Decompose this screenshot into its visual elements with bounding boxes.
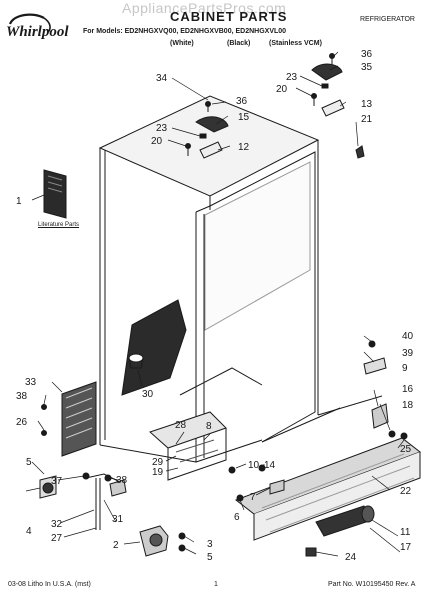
screw-18 [388, 430, 396, 438]
callout-39: 39 [402, 348, 414, 359]
part-39 [363, 357, 387, 375]
toe-grille [234, 437, 422, 541]
callout-2: 2 [113, 540, 119, 551]
variant-stainless: (Stainless VCM) [269, 40, 322, 47]
page-number: 1 [214, 581, 218, 588]
part-40 [368, 340, 376, 348]
plug-21 [355, 145, 365, 159]
callout-30: 30 [142, 389, 154, 400]
bracket-28-8 [149, 411, 227, 481]
callout-6: 6 [234, 512, 240, 523]
callout-24: 24 [345, 552, 357, 563]
top-hinge-left [195, 116, 229, 159]
callout-32: 32 [51, 519, 63, 530]
drain-part-30 [128, 353, 144, 369]
top-hinge-right [311, 63, 345, 117]
callout-34: 34 [156, 73, 168, 84]
callout-14: 14 [264, 460, 276, 471]
callout-27: 27 [51, 533, 63, 544]
callout-16: 16 [402, 384, 414, 395]
part-7 [269, 479, 285, 495]
screw-25 [400, 432, 408, 440]
callout-4: 4 [26, 526, 32, 537]
callout-18: 18 [402, 400, 414, 411]
screw-5b [178, 544, 186, 552]
screw-36a [205, 101, 211, 112]
screw-3 [178, 532, 186, 540]
callout-8: 8 [206, 421, 212, 432]
callout-20b: 20 [276, 84, 288, 95]
roller-bracket-2 [139, 525, 169, 557]
callout-3: 3 [207, 539, 213, 550]
callout-23a: 23 [156, 123, 168, 134]
callout-23b: 23 [286, 72, 298, 83]
svg-text:Whirlpool: Whirlpool [6, 24, 69, 40]
callout-20a: 20 [151, 136, 163, 147]
screw-26 [41, 430, 47, 436]
shim-23a [199, 133, 207, 139]
watermark-text: AppliancePartsPros.com [122, 0, 287, 16]
category-label: REFRIGERATOR [360, 16, 415, 23]
callout-5b: 5 [207, 552, 213, 563]
callout-21: 21 [361, 114, 373, 125]
callout-36a: 36 [236, 96, 248, 107]
callout-40: 40 [402, 331, 414, 342]
callout-38a: 38 [16, 391, 28, 402]
part-number: Part No. W10195450 Rev. A [328, 581, 416, 588]
cap-24 [305, 547, 317, 557]
bottom-hinge-right [371, 403, 389, 429]
page-title: CABINET PARTS [170, 9, 288, 24]
callout-36b: 36 [361, 50, 373, 60]
callout-17: 17 [400, 542, 412, 553]
shim-23b [321, 83, 329, 89]
callout-12: 12 [238, 142, 250, 153]
callout-31: 31 [112, 514, 124, 525]
screw-14 [258, 464, 266, 472]
leveling-leg-assembly [39, 473, 127, 530]
screw-20b [311, 93, 317, 106]
callout-10: 10 [248, 460, 260, 471]
callout-26: 26 [16, 417, 28, 428]
print-info: 03-08 Litho In U.S.A. (mst) [8, 581, 91, 588]
side-grille [61, 381, 97, 457]
callout-19: 19 [152, 467, 164, 478]
callout-38b: 38 [116, 475, 128, 486]
callout-37: 37 [51, 476, 63, 487]
callout-25: 25 [400, 444, 412, 455]
callout-11: 11 [400, 527, 411, 538]
models-line: For Models: ED2NHGXVQ00, ED2NHGXVB00, ED… [83, 28, 287, 35]
callout-1: 1 [16, 196, 22, 207]
callout-33: 33 [25, 377, 37, 388]
screw-38a [41, 404, 47, 410]
literature-parts-label: Literature Parts [38, 222, 80, 228]
variant-white: (White) [170, 40, 194, 47]
cabinet-parts-diagram: 34 1 36 15 23 20 12 36 35 23 20 13 21 33… [16, 50, 422, 563]
whirlpool-logo: Whirlpool [6, 13, 69, 40]
callout-28: 28 [175, 420, 187, 431]
callout-29: 29 [152, 457, 164, 468]
screw-6 [236, 494, 244, 502]
literature-booklet [43, 169, 67, 219]
callout-9: 9 [402, 363, 408, 374]
callout-7: 7 [250, 492, 256, 503]
callout-15: 15 [238, 112, 250, 123]
callout-13: 13 [361, 99, 373, 110]
callout-22: 22 [400, 486, 412, 497]
variant-black: (Black) [227, 40, 251, 47]
callout-35: 35 [361, 62, 373, 73]
screw-36b [329, 53, 335, 64]
callout-5: 5 [26, 457, 32, 468]
leader-lines [25, 51, 405, 557]
screw-10 [228, 466, 236, 474]
